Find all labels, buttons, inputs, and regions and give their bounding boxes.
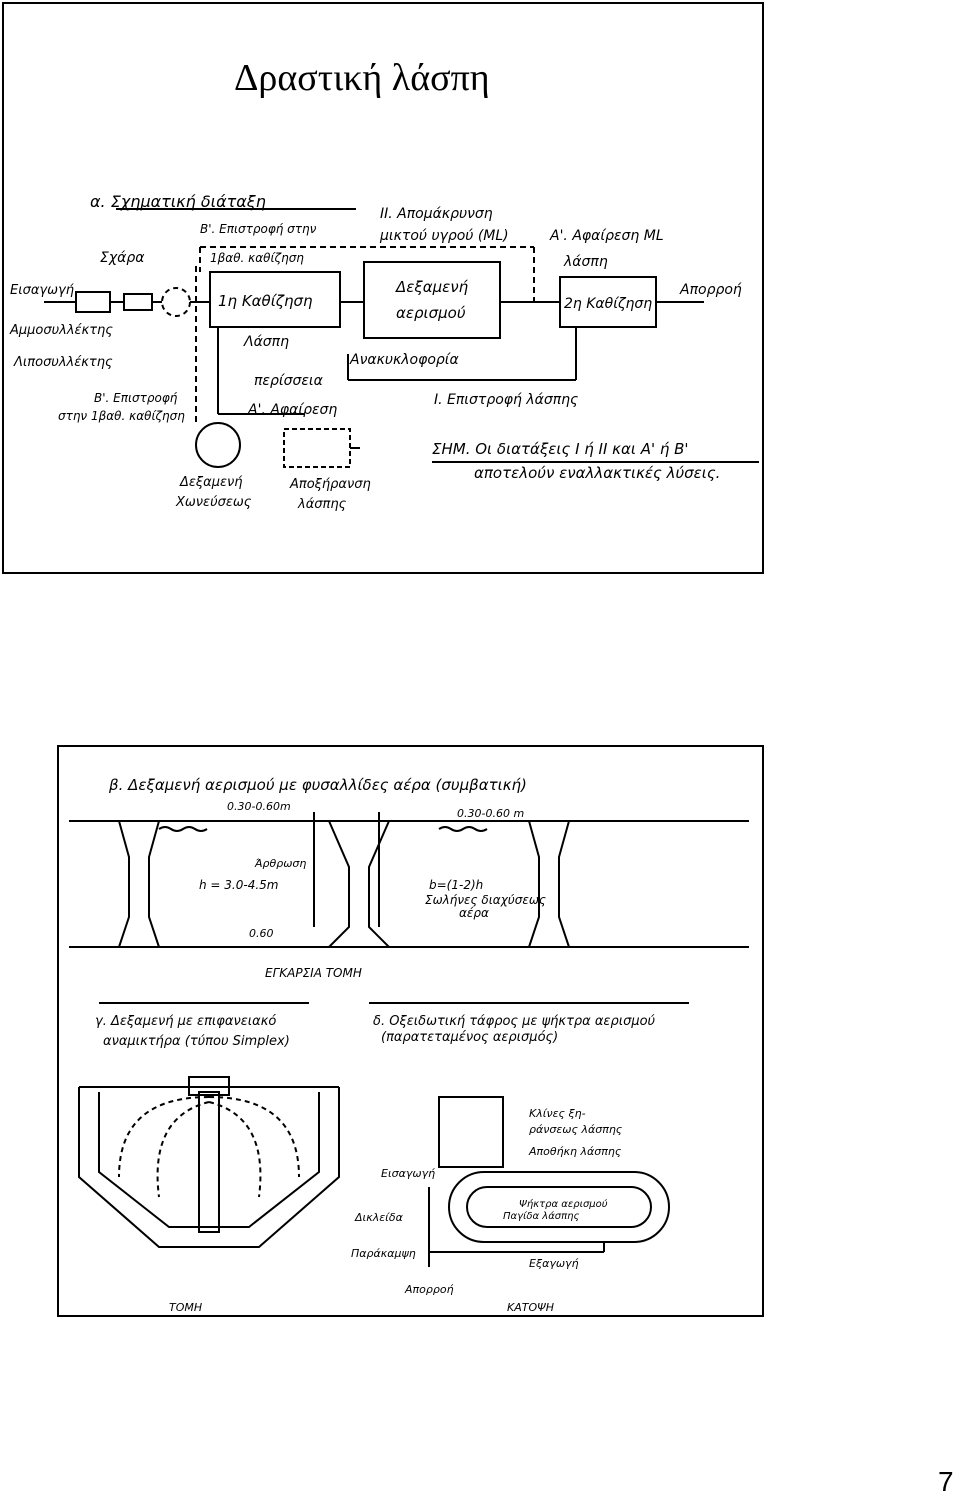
digester-tank <box>195 422 241 468</box>
label-drying-2: λάσπης <box>297 497 347 512</box>
depth-right: 0.30-0.60 m <box>457 807 524 820</box>
bypass-label: Παράκαμψη <box>351 1247 416 1260</box>
delta-heading-1: δ. Οξειδωτική τάφρος με ψήκτρα αερισμού <box>373 1014 656 1029</box>
export-label: Εξαγωγή <box>529 1257 579 1270</box>
bottom-label: 0.60 <box>249 927 274 940</box>
primary-tank <box>209 271 341 328</box>
label-sludge: Λάσπη <box>243 334 289 350</box>
aeration-tank <box>363 261 501 339</box>
label-digester-1: Δεξαμενή <box>179 475 243 490</box>
label-A-removal-low: Α'. Αφαίρεση <box>247 402 337 418</box>
valves-label-1: Κλίνες ξη- <box>529 1107 586 1120</box>
label-secondary: 2η Καθίζηση <box>564 296 652 312</box>
height-label: h = 3.0-4.5m <box>199 878 278 892</box>
storage-label: Αποθήκη λάσπης <box>528 1145 622 1158</box>
beta-heading: β. Δεξαμενή αερισμού με φυσαλλίδες αέρα … <box>108 776 527 794</box>
label-aeration-1: Δεξαμενή <box>395 278 469 296</box>
aeration-tank-drawings: β. Δεξαμενή αερισμού με φυσαλλίδες αέρα … <box>69 776 749 1314</box>
label-B-return-low-1: Β'. Επιστροφή <box>94 391 178 405</box>
outflow-label: Απορροή <box>404 1283 454 1296</box>
label-excess: περίσσεια <box>254 373 324 389</box>
diffusers-label-2: αέρα <box>459 906 489 920</box>
label-drying-1: Αποξήρανση <box>289 477 371 492</box>
note-line-1: ΣΗΜ. Οι διατάξεις Ι ή ΙΙ και Α' ή Β' <box>432 440 689 458</box>
label-grease: Λιποσυλλέκτης <box>13 355 113 370</box>
label-screen: Σχάρα <box>100 250 145 266</box>
gamma-heading-1: γ. Δεξαμενή με επιφανειακό <box>95 1014 276 1029</box>
label-B-return-low-2: στην 1βαθ. καθίζηση <box>58 409 185 423</box>
label-A-removal-2: λάσπη <box>563 254 608 270</box>
brush-label: Ψήκτρα αερισμού <box>519 1198 608 1210</box>
label-recirc: Ανακυκλοφορία <box>349 352 460 368</box>
slide-title: Δραστική λάσπη <box>234 57 490 99</box>
label-grit: Αμμοσυλλέκτης <box>9 323 113 338</box>
label-I-return: Ι. Επιστροφή λάσπης <box>434 392 578 408</box>
diagram-heading: α. Σχηματική διάταξη <box>90 192 266 211</box>
gamma-heading-2: αναμικτήρα (τύπου Simplex) <box>103 1034 290 1049</box>
diffusers-label-1: Σωλήνες διαχύσεως <box>425 893 546 907</box>
delta-heading-2: (παρατεταμένος αερισμός) <box>381 1030 558 1045</box>
label-primary: 1η Καθίζηση <box>218 292 313 310</box>
plan-label: ΚΑΤΟΨΗ <box>507 1301 554 1314</box>
note-line-2: αποτελούν εναλλακτικές λύσεις. <box>474 464 720 482</box>
valves-label-2: ράνσεως λάσπης <box>529 1123 623 1136</box>
label-digester-2: Χωνεύσεως <box>175 495 252 510</box>
cross-section-label: ΕΓΚΑΡΣΙΑ ΤΟΜΗ <box>265 966 362 980</box>
section-label: ΤΟΜΗ <box>169 1301 202 1314</box>
depth-left: 0.30-0.60m <box>227 800 291 813</box>
label-aeration-2: αερισμού <box>396 304 466 322</box>
label-B-return-2: 1βαθ. καθίζηση <box>210 251 304 265</box>
slide-2: β. Δεξαμενή αερισμού με φυσαλλίδες αέρα … <box>57 745 764 1317</box>
label-II-2: μικτού υγρού (ML) <box>379 228 509 244</box>
page-number: 7 <box>938 1466 954 1497</box>
joint-label: Άρθρωση <box>254 857 306 870</box>
slide-1: Δραστική λάσπη <box>2 2 764 574</box>
label-outflow: Απορροή <box>679 282 742 298</box>
trap-label: Παγίδα λάσπης <box>503 1210 580 1222</box>
valve-label: Δικλείδα <box>354 1211 404 1224</box>
label-A-removal-1: Α'. Αφαίρεση ML <box>549 228 664 244</box>
label-II-1: II. Απομάκρυνση <box>380 206 493 222</box>
activated-sludge-schematic: α. Σχηματική διάταξη II. Απομάκρυνση μικ… <box>9 192 759 512</box>
label-B-return-1: Β'. Επιστροφή στην <box>200 222 317 236</box>
inlet-label: Εισαγωγή <box>381 1167 435 1180</box>
label-inlet: Εισαγωγή <box>10 283 75 298</box>
width-label: b=(1-2)h <box>429 878 483 892</box>
